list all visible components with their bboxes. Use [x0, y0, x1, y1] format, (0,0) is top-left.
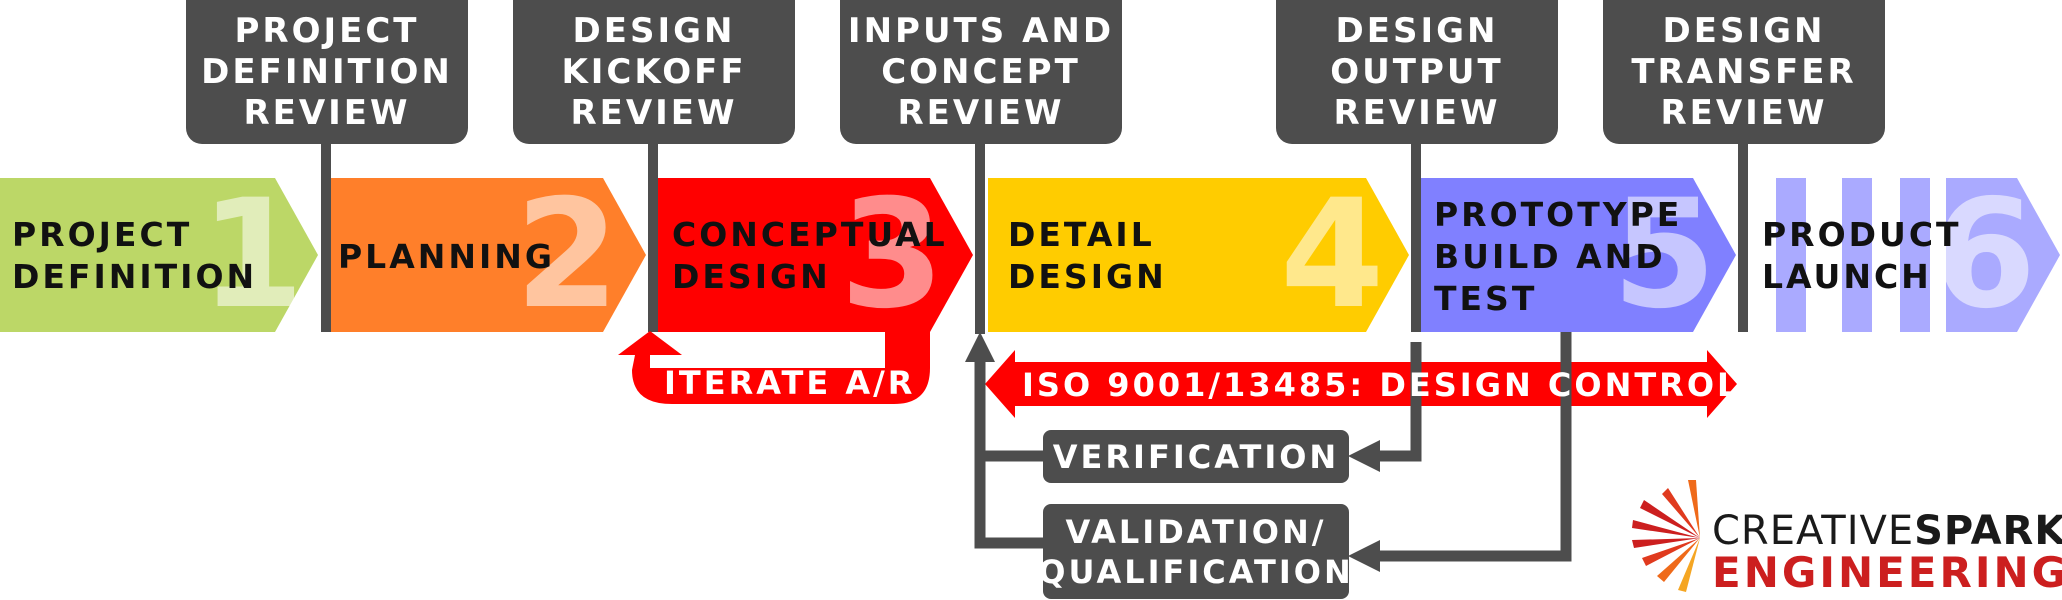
stage-1-arrow	[0, 178, 318, 332]
stage-6-arrow	[1776, 178, 2060, 332]
logo-word-engineering: ENGINEERING	[1712, 548, 2062, 597]
iterate-label: ITERATE A/R	[664, 364, 916, 402]
stage-3-number: 3	[840, 168, 945, 342]
review-5-stem	[1738, 140, 1748, 332]
verification-arrowhead	[1348, 440, 1380, 472]
validation-box: VALIDATION/ QUALIFICATION	[1038, 504, 1351, 599]
logo-word-creative: CREATIVE	[1712, 508, 1915, 554]
logo-word-spark: SPARK	[1914, 508, 2062, 554]
design-kickoff-review-box: DESIGN KICKOFF REVIEW	[513, 0, 795, 144]
design-controls-label: ISO 9001/13485: DESIGN CONTROLS	[1022, 366, 1767, 404]
review-3-stem	[975, 140, 985, 334]
review-1-stem	[321, 140, 331, 332]
stage-5-number: 5	[1612, 168, 1717, 342]
stage-5-label: PROTOTYPE BUILD AND TEST	[1434, 195, 1683, 318]
stage-2-arrow	[330, 178, 646, 332]
stage-6-label: PRODUCT LAUNCH	[1762, 215, 1962, 296]
validation-arrowhead	[1348, 540, 1380, 572]
verification-box: VERIFICATION	[1043, 430, 1349, 483]
iterate-loop	[618, 331, 930, 404]
logo-wordmark: CREATIVESPARK	[1712, 508, 2062, 554]
review-4-stem	[1411, 140, 1421, 332]
project-definition-review-box: PROJECT DEFINITION REVIEW	[186, 0, 468, 144]
stage-3-label: CONCEPTUAL DESIGN	[672, 215, 948, 296]
stage-1-label: PROJECT DEFINITION	[12, 215, 258, 296]
stage-5-arrow	[1420, 178, 1736, 332]
design-output-review-box: DESIGN OUTPUT REVIEW	[1276, 0, 1558, 144]
logo-spark-icon	[1632, 480, 1700, 592]
stage-4-label: DETAIL DESIGN	[1008, 215, 1167, 296]
stage-1-number: 1	[200, 168, 305, 342]
stage-2-label: PLANNING	[338, 237, 555, 276]
design-controls-arrow	[985, 350, 1737, 418]
review-2-stem	[648, 140, 658, 332]
stage-3-arrow	[658, 178, 973, 332]
stage-4-arrow	[988, 178, 1409, 332]
inputs-concept-review-box: INPUTS AND CONCEPT REVIEW	[840, 0, 1122, 144]
stage-6-number: 6	[1932, 168, 2037, 342]
stage-2-number: 2	[515, 168, 620, 342]
feedback-lines	[974, 332, 1572, 562]
feedback-up-arrowhead	[965, 332, 995, 362]
stage-4-number: 4	[1280, 168, 1385, 342]
design-transfer-review-box: DESIGN TRANSFER REVIEW	[1603, 0, 1885, 144]
